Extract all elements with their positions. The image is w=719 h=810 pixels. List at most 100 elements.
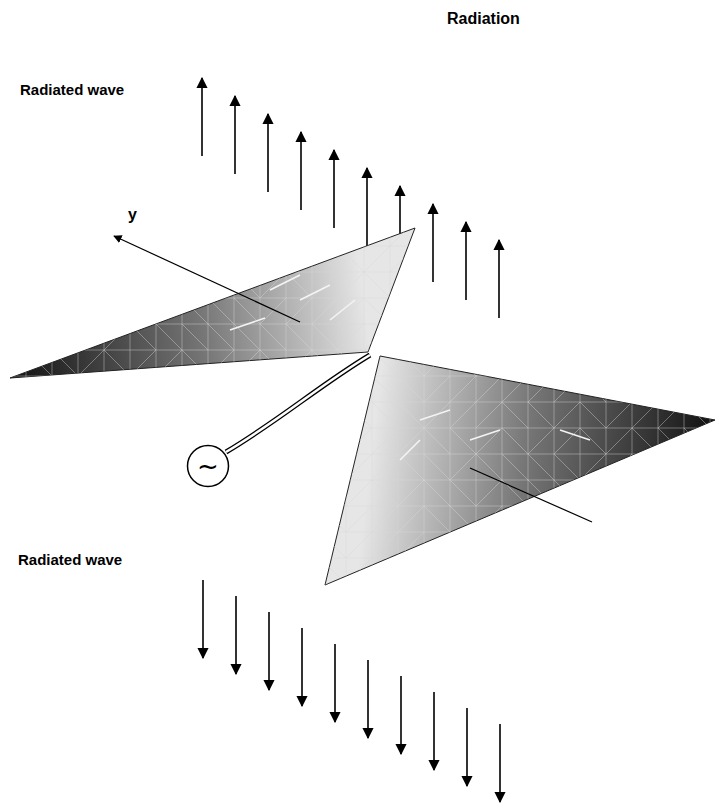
mesh-line bbox=[234, 220, 260, 221]
mesh-line bbox=[528, 350, 529, 376]
mesh-line bbox=[398, 454, 399, 480]
mesh-line bbox=[528, 376, 529, 402]
mesh-line bbox=[0, 324, 1, 350]
mesh-line bbox=[658, 376, 684, 402]
wave-arrow bbox=[499, 724, 501, 802]
mesh-line bbox=[182, 246, 208, 272]
mesh-line bbox=[78, 376, 104, 377]
mesh-line bbox=[156, 350, 157, 376]
mesh-line bbox=[104, 350, 130, 376]
mesh-line bbox=[606, 428, 607, 454]
mesh-line bbox=[658, 376, 684, 377]
mesh-line bbox=[372, 402, 398, 403]
mesh-line bbox=[364, 324, 365, 350]
mesh-line bbox=[450, 506, 451, 532]
wave-arrow bbox=[367, 660, 369, 738]
mesh-line bbox=[364, 376, 365, 402]
wave-arrow bbox=[267, 114, 269, 192]
mesh-line bbox=[398, 506, 424, 532]
mesh-line bbox=[476, 532, 502, 533]
mesh-line bbox=[450, 454, 476, 455]
mesh-line bbox=[364, 220, 365, 246]
mesh-line bbox=[372, 428, 373, 454]
mesh-line bbox=[398, 350, 399, 376]
current-streak bbox=[470, 430, 500, 440]
mesh-line bbox=[606, 402, 632, 403]
mesh-line bbox=[554, 532, 555, 558]
mesh-line bbox=[320, 558, 321, 584]
mesh-line bbox=[346, 584, 372, 610]
mesh-line bbox=[182, 350, 208, 351]
mesh-line bbox=[364, 298, 390, 299]
feed-line bbox=[226, 355, 370, 452]
mesh-line bbox=[346, 480, 372, 506]
mesh-line bbox=[390, 272, 416, 273]
mesh-line bbox=[580, 584, 606, 585]
mesh-line bbox=[312, 324, 338, 350]
mesh-line bbox=[260, 272, 261, 298]
mesh-line bbox=[346, 454, 347, 480]
mesh-line bbox=[528, 506, 554, 507]
mesh-line bbox=[52, 350, 53, 376]
mesh-line bbox=[52, 220, 53, 246]
mesh-line bbox=[390, 220, 391, 246]
mesh-line bbox=[52, 324, 53, 350]
mesh-line bbox=[346, 584, 347, 610]
mesh-line bbox=[372, 506, 398, 507]
mesh-line bbox=[78, 376, 79, 402]
mesh-line bbox=[130, 298, 131, 324]
mesh-line bbox=[580, 558, 606, 584]
mesh-line bbox=[424, 506, 450, 507]
mesh-line bbox=[580, 428, 581, 454]
mesh-line bbox=[208, 376, 234, 402]
mesh-line bbox=[312, 376, 313, 402]
mesh-line bbox=[398, 428, 424, 429]
mesh-line bbox=[476, 402, 502, 428]
mesh-line bbox=[476, 558, 477, 584]
mesh-line bbox=[710, 428, 719, 429]
mesh-line bbox=[606, 376, 632, 377]
mesh-line bbox=[580, 480, 581, 506]
mesh-line bbox=[78, 324, 79, 350]
mesh-line bbox=[390, 324, 391, 350]
mesh-line bbox=[320, 428, 346, 454]
mesh-line bbox=[554, 454, 580, 455]
mesh-line bbox=[580, 584, 606, 610]
mesh-line bbox=[606, 558, 632, 559]
mesh-line bbox=[286, 220, 312, 221]
mesh-line bbox=[286, 298, 287, 324]
mesh-line bbox=[390, 298, 391, 324]
mesh-line bbox=[580, 506, 581, 532]
mesh-line bbox=[372, 376, 398, 377]
mesh-line bbox=[286, 324, 312, 325]
mesh-line bbox=[156, 350, 182, 376]
mesh-line bbox=[398, 402, 424, 428]
mesh-line bbox=[26, 376, 52, 402]
mesh-line bbox=[398, 506, 399, 532]
mesh-line bbox=[502, 584, 528, 610]
mesh-line bbox=[182, 376, 183, 402]
mesh-line bbox=[346, 506, 372, 532]
mesh-line bbox=[684, 480, 685, 506]
mesh-line bbox=[424, 350, 450, 376]
mesh-line bbox=[286, 324, 287, 350]
mesh-line bbox=[398, 402, 424, 403]
mesh-line bbox=[528, 532, 529, 558]
mesh-line bbox=[450, 350, 476, 376]
mesh-line bbox=[684, 558, 710, 559]
mesh-line bbox=[260, 220, 286, 246]
mesh-line bbox=[286, 246, 287, 272]
mesh-line bbox=[372, 506, 398, 532]
mesh-line bbox=[554, 454, 580, 480]
mesh-line bbox=[338, 220, 364, 221]
mesh-line bbox=[554, 532, 580, 533]
mesh-line bbox=[606, 532, 632, 533]
mesh-line bbox=[476, 350, 477, 376]
mesh-line bbox=[502, 454, 528, 480]
mesh-line bbox=[710, 506, 711, 532]
mesh-line bbox=[372, 532, 398, 558]
mesh-line bbox=[684, 506, 710, 507]
mesh-line bbox=[78, 298, 79, 324]
mesh-line bbox=[338, 298, 364, 299]
mesh-line bbox=[208, 246, 234, 272]
